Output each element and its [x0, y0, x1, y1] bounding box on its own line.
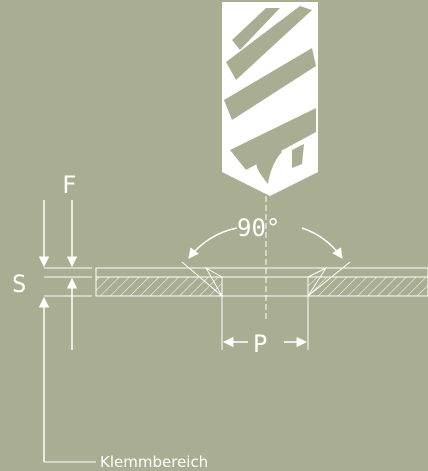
drill-bit-icon	[222, 2, 318, 196]
angle-arc-right	[301, 227, 343, 259]
sheet-cross-section	[95, 266, 428, 298]
f-label: F	[62, 171, 76, 199]
angle-label: 90°	[237, 214, 280, 242]
clamping-label: Klemmbereich	[100, 453, 208, 471]
angle-arc-left	[188, 227, 238, 259]
s-label: S	[12, 270, 26, 298]
p-label: P	[253, 330, 267, 358]
